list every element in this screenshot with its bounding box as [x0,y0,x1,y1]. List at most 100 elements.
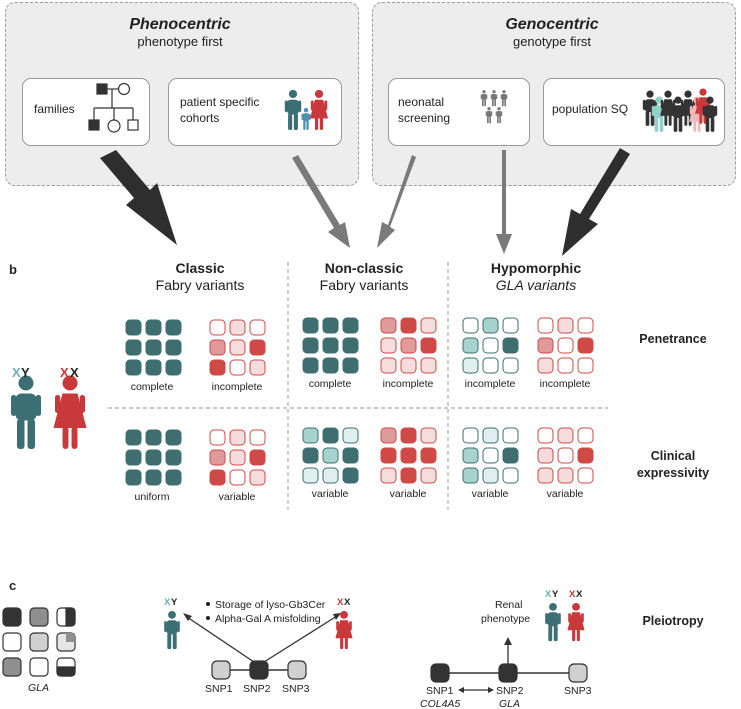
grid-7-tile-4 [229,449,246,466]
classic-subtitle: Fabry variants [155,277,245,293]
grid-7-tile-7 [229,469,246,486]
grid-9-tile-6 [380,467,397,484]
grid-9-tile-4 [400,447,417,464]
grid-2-tile-7 [322,357,339,374]
grid-8-tile-4 [322,447,339,464]
grid-5-tile-1 [557,317,574,334]
grid-11-tile-8 [577,467,594,484]
grid-3-tile-3 [380,337,397,354]
grid-5-tile-8 [577,357,594,374]
nonclassic-title: Non-classic [324,260,404,276]
grid-4-tile-4 [482,337,499,354]
grid-2-tile-8 [342,357,359,374]
grid-5-tile-2 [577,317,594,334]
grid-10-tile-5 [502,447,519,464]
grid-11-tile-1 [557,427,574,444]
cohorts-label: patient specific cohorts [180,94,259,126]
grid-10-tile-1 [482,427,499,444]
grid-3-tile-8 [420,357,437,374]
grid-11-tile-7 [557,467,574,484]
grid-9-tile-1 [400,427,417,444]
grid-0-tile-1 [145,319,162,336]
grid-1-tile-5 [249,339,266,356]
grid-7-tile-1 [229,429,246,446]
svg-text:X: X [344,597,351,608]
grid-4-tile-3 [462,337,479,354]
grid-2-tile-3 [302,337,319,354]
grid-3-tile-4 [400,337,417,354]
babies-icon [480,90,508,124]
grid-4-tile-2 [502,317,519,334]
arrow-families-to-classic [100,150,177,245]
neonatal-label-line2: screening [398,111,451,125]
snp3-left: SNP3 [282,683,310,695]
female-x1: X [60,365,69,380]
caption-pen-6: incomplete [539,378,591,390]
grid-2-tile-4 [322,337,339,354]
grid-8-tile-0 [302,427,319,444]
phenocentric-subtitle: phenotype first [137,34,223,49]
grid-8-tile-5 [342,447,359,464]
grid-1-tile-0 [209,319,226,336]
grid-4-tile-6 [462,357,479,374]
grid-7-tile-6 [209,469,226,486]
grid-3-tile-0 [380,317,397,334]
grid-11-tile-2 [577,427,594,444]
clinical-line1: Clinical [650,449,696,463]
grid-6-tile-2 [165,429,182,446]
snp1-right: SNP1 [426,685,454,697]
grid-6-tile-5 [165,449,182,466]
bullet-misfolding: Alpha-Gal A misfolding [215,613,321,625]
genocentric-heading: Genocentric genotype first [492,16,612,50]
gla-label: GLA [28,682,49,694]
grid-8-tile-8 [342,467,359,484]
grid-8-tile-2 [342,427,359,444]
caption-pen-4: incomplete [382,378,434,390]
grid-0-tile-5 [165,339,182,356]
grid-8-tile-3 [302,447,319,464]
gla-gene-label: GLA [499,698,520,709]
cohorts-label-line1: patient specific [180,95,260,109]
hypomorphic-heading: Hypomorphic GLA variants [476,260,596,294]
female-x2: X [70,365,79,380]
arrow-neonatal-to-nonclassic [377,155,416,248]
grid-4-tile-5 [502,337,519,354]
svg-text:X: X [164,597,171,608]
grid-8-tile-6 [302,467,319,484]
grid-1-tile-3 [209,339,226,356]
grid-6-tile-0 [125,429,142,446]
neonatal-label-line1: neonatal [398,95,445,109]
grid-9-tile-5 [420,447,437,464]
female-figure [53,375,87,449]
grid-0-tile-3 [125,339,142,356]
cohort-people-icon [284,89,329,131]
svg-text:X: X [569,589,576,600]
grid-11-tile-5 [577,447,594,464]
pleiotropy-label: Pleiotropy [642,614,704,628]
grid-3-tile-2 [420,317,437,334]
arrow-neonatal-to-hypomorphic [496,150,512,254]
svg-text:Y: Y [171,597,178,608]
snp2-left: SNP2 [243,683,271,695]
grid-6-tile-6 [125,469,142,486]
grid-7-tile-0 [209,429,226,446]
grid-0-tile-0 [125,319,142,336]
clinical-expressivity-label: Clinical expressivity [618,448,728,482]
pedigree-icon [88,82,139,133]
caption-clin-5: variable [471,488,509,500]
gla-tile-grid [2,607,76,677]
caption-clin-3: variable [311,488,349,500]
grid-10-tile-2 [502,427,519,444]
classic-title: Classic [175,260,225,276]
grid-1-tile-4 [229,339,246,356]
grid-8-tile-1 [322,427,339,444]
crowd-icon [642,88,718,132]
panel-label-c: c [9,578,17,593]
svg-text:X: X [337,597,344,608]
grid-11-tile-3 [537,447,554,464]
grid-1-tile-6 [209,359,226,376]
grid-10-tile-0 [462,427,479,444]
grid-5-tile-7 [557,357,574,374]
caption-pen-3: complete [308,378,352,390]
